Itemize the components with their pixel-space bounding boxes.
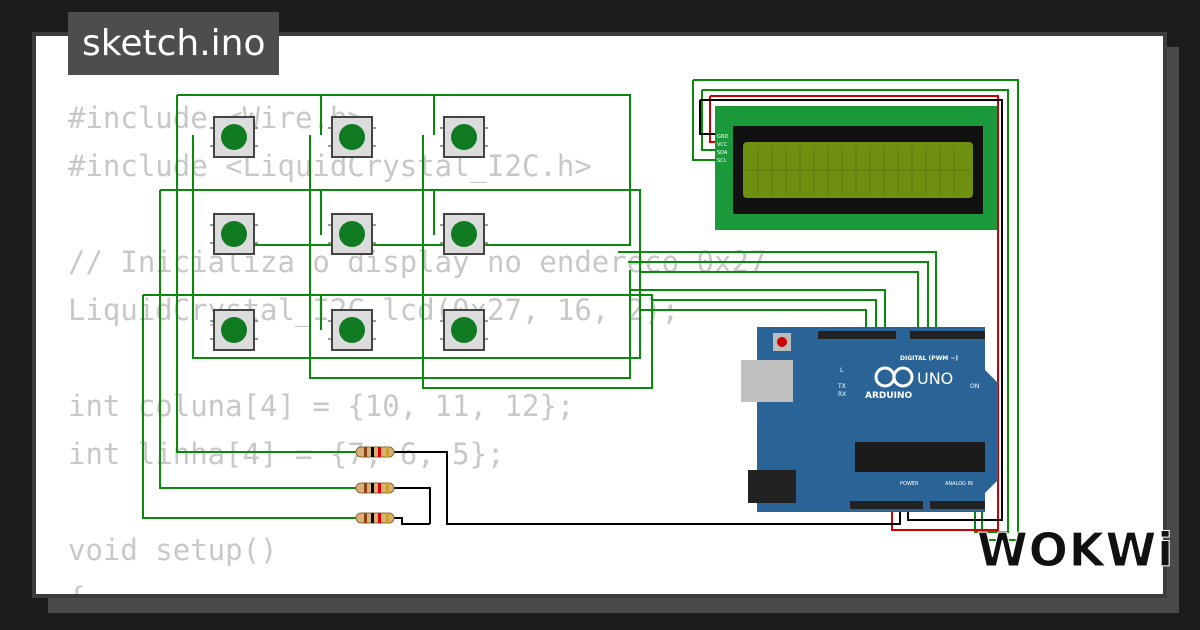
code-line: int coluna[4] = {10, 11, 12}; — [68, 389, 575, 423]
code-line: #include <LiquidCrystal_I2C.h> — [68, 149, 592, 183]
resistor — [355, 446, 395, 458]
on-led-label: ON — [970, 383, 979, 390]
push-button[interactable] — [210, 116, 258, 158]
power-label: POWER — [900, 481, 919, 487]
lcd-pin-sda: SDA — [717, 150, 728, 156]
board-brand-label: ARDUINO — [865, 391, 913, 401]
code-line: // Inicializa o display no endereco 0x27 — [68, 245, 767, 279]
code-line: { — [68, 581, 86, 598]
analog-label: ANALOG IN — [945, 481, 973, 487]
push-button[interactable] — [440, 116, 488, 158]
resistor — [355, 482, 395, 494]
resistor — [355, 512, 395, 524]
wokwi-logo: WOKWi — [977, 523, 1174, 578]
push-button[interactable] — [328, 213, 376, 255]
sketch-title: sketch.ino — [68, 12, 280, 75]
lcd-pin-gnd: GND — [717, 134, 729, 140]
push-button[interactable] — [210, 213, 258, 255]
button-wires — [142, 79, 1019, 541]
lcd-pin-vcc: VCC — [717, 142, 728, 148]
lcd-display: GND VCC SDA SCL — [715, 106, 997, 230]
ground-wires — [392, 99, 1003, 525]
push-button[interactable] — [210, 309, 258, 351]
code-line: void setup() — [68, 533, 278, 567]
push-button[interactable] — [328, 116, 376, 158]
rx-led-label: RX — [838, 391, 846, 398]
board-model-label: UNO — [917, 369, 953, 388]
lcd-pin-scl: SCL — [717, 158, 727, 164]
l-led-label: L — [840, 367, 844, 374]
push-button[interactable] — [328, 309, 376, 351]
push-button[interactable] — [440, 309, 488, 351]
digital-label: DIGITAL (PWM ~) — [900, 355, 958, 362]
arduino-uno-board: UNO ARDUINO DIGITAL (PWM ~) POWER ANALOG… — [741, 327, 998, 512]
tx-led-label: TX — [837, 383, 846, 390]
push-button[interactable] — [440, 213, 488, 255]
